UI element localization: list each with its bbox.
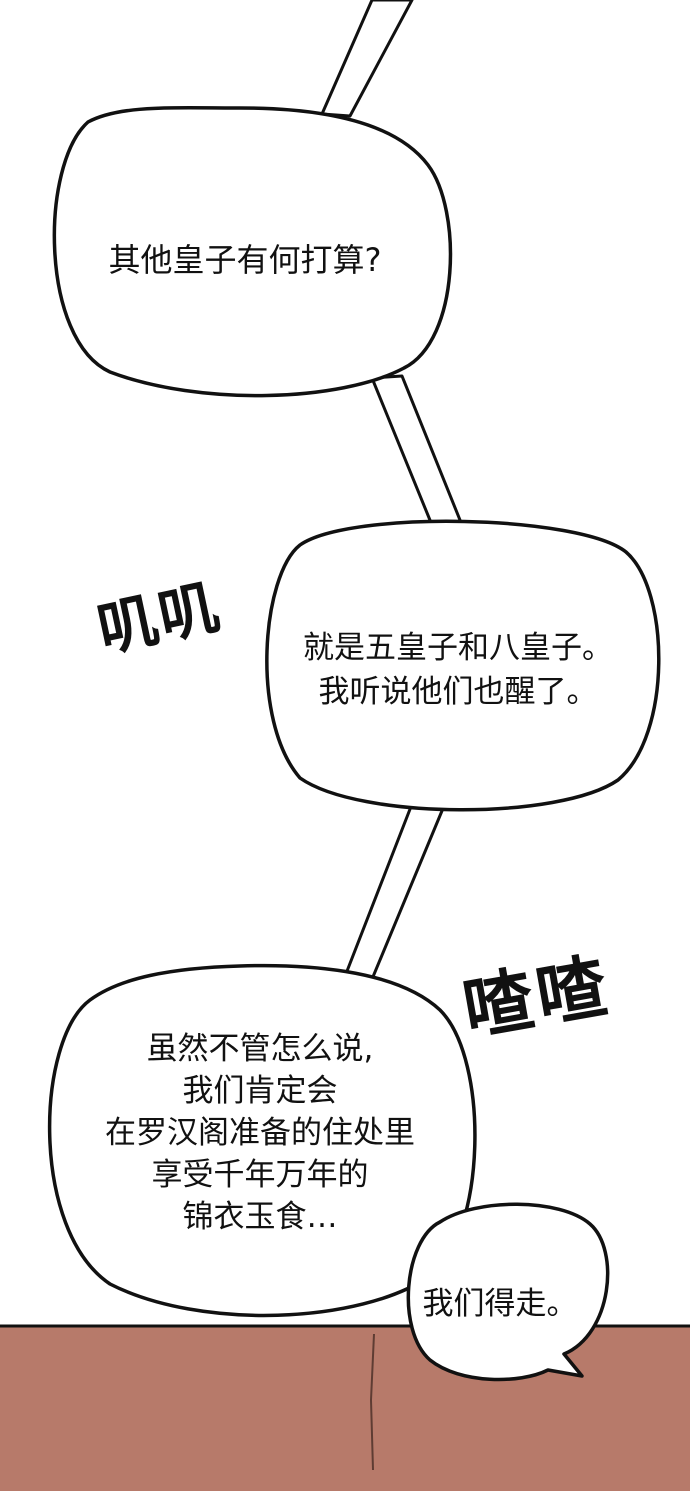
bubble-2-text: 就是五皇子和八皇子。 我听说他们也醒了。	[262, 626, 654, 714]
speech-bubble-4	[406, 1202, 610, 1382]
bubble-3-line: 我们肯定会	[182, 1073, 338, 1109]
bubble-1-text: 其他皇子有何打算?	[60, 240, 430, 280]
bubble-2-line: 我听说他们也醒了。	[318, 674, 598, 710]
speech-bubble-2	[265, 519, 661, 812]
bubble-3-line: 享受千年万年的	[151, 1157, 369, 1193]
bubble-3-line: 虽然不管怎么说,	[146, 1031, 374, 1067]
bubble-3-line: 在罗汉阁准备的住处里	[105, 1115, 415, 1151]
bubble-3-line: 锦衣玉食…	[182, 1199, 338, 1235]
bubble-1-line: 其他皇子有何打算?	[108, 241, 382, 279]
floor-crack	[369, 1333, 375, 1471]
bubble-4-line: 我们得走。	[422, 1286, 578, 1322]
floor	[0, 1326, 690, 1491]
bubble-2-line: 就是五皇子和八皇子。	[303, 630, 613, 666]
bubble-1-tail-bottom	[370, 374, 466, 532]
bubble-3-text: 虽然不管怎么说, 我们肯定会 在罗汉阁准备的住处里 享受千年万年的 锦衣玉食…	[50, 1028, 470, 1238]
bubble-4-text: 我们得走。	[400, 1284, 600, 1324]
bubble-1-tail-top	[320, 0, 414, 118]
bubble-2-tail	[340, 802, 446, 986]
speech-bubble-1	[52, 106, 453, 398]
